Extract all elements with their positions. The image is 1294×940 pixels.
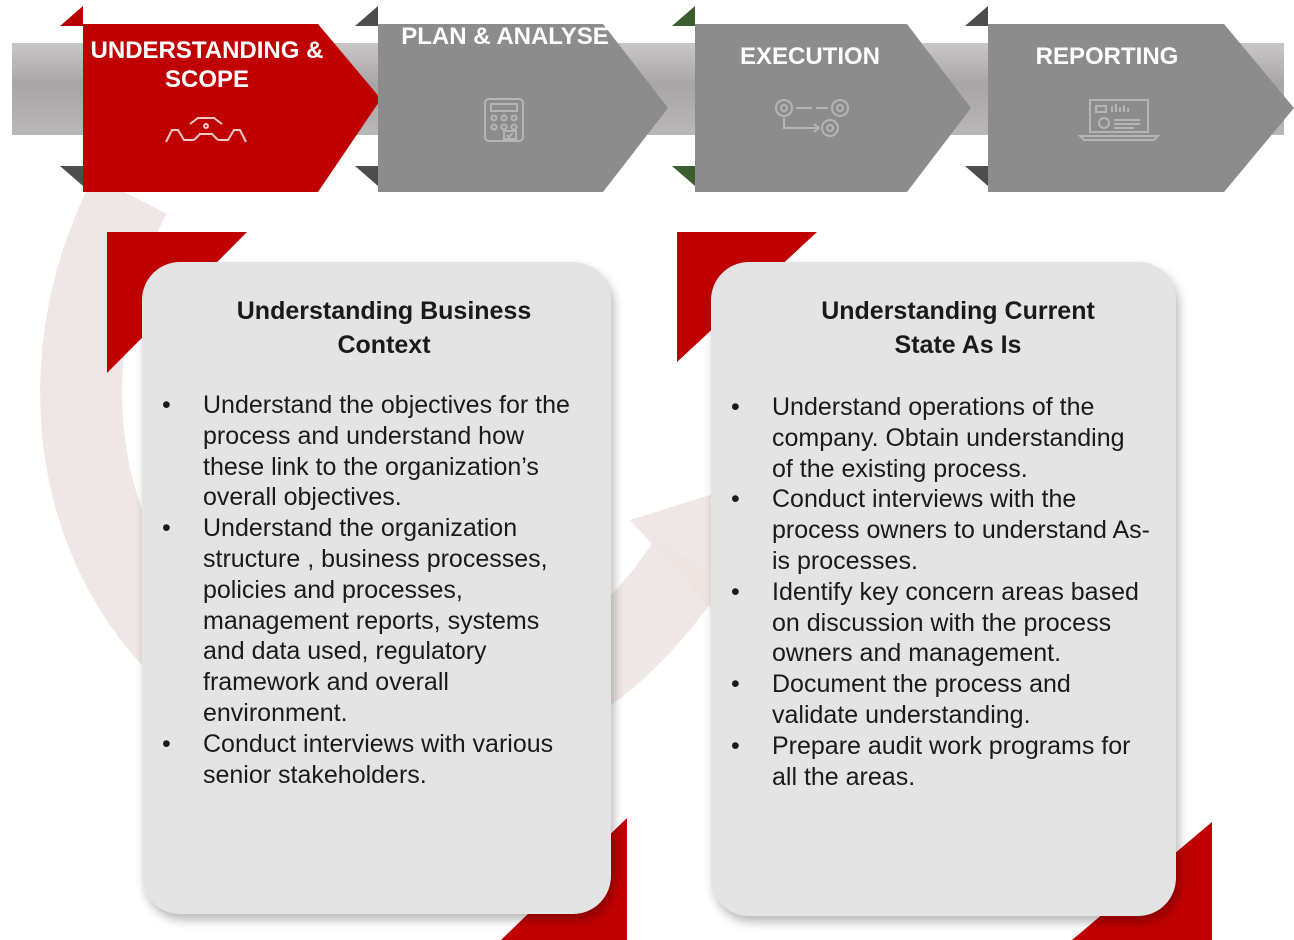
list-item: Conduct interviews with the process owne… <box>711 484 1151 576</box>
list-item: Understand the organization structure , … <box>142 513 582 729</box>
step-understanding-scope[interactable]: UNDERSTANDING & SCOPE <box>60 6 381 192</box>
list-item: Understand the objectives for the proces… <box>142 390 582 513</box>
list-item: Identify key concern areas based on disc… <box>711 577 1151 669</box>
step-plan-analyse[interactable]: PLAN & ANALYSE <box>355 6 675 192</box>
card-business-context: Understanding Business Context Understan… <box>142 262 611 914</box>
step-reporting[interactable]: REPORTING <box>965 6 1294 192</box>
card-current-state: Understanding Current State As Is Unders… <box>711 262 1176 916</box>
card-title: Understanding Business Context <box>236 297 532 359</box>
step-label: UNDERSTANDING & SCOPE <box>90 37 324 93</box>
card-bullet-list: Understand operations of the company. Ob… <box>711 392 1151 792</box>
step-chevron <box>83 24 381 192</box>
card-bullet-list: Understand the objectives for the proces… <box>142 390 582 790</box>
handshake-icon <box>165 117 247 143</box>
step-label: PLAN & ANALYSE <box>401 23 609 50</box>
step-flag-bottom <box>60 166 83 186</box>
step-flag-top <box>60 6 83 26</box>
step-label: REPORTING <box>1035 43 1179 70</box>
list-item: Document the process and validate unders… <box>711 669 1151 731</box>
list-item: Prepare audit work programs for all the … <box>711 731 1151 793</box>
step-execution[interactable]: EXECUTION <box>672 6 972 192</box>
step-flag-top <box>355 6 378 26</box>
card-title: Understanding Current State As Is <box>821 297 1095 359</box>
step-flag-bottom <box>672 166 695 186</box>
step-flag-bottom <box>965 166 988 186</box>
calculator-icon <box>484 98 524 142</box>
gears-icon <box>775 99 849 137</box>
laptop-report-icon <box>1078 99 1160 141</box>
step-label: EXECUTION <box>739 43 880 70</box>
step-chevron <box>988 24 1294 192</box>
step-flag-top <box>965 6 988 26</box>
list-item: Understand operations of the company. Ob… <box>711 392 1151 484</box>
step-flag-top <box>672 6 695 26</box>
list-item: Conduct interviews with various senior s… <box>142 729 582 791</box>
step-flag-bottom <box>355 166 378 186</box>
